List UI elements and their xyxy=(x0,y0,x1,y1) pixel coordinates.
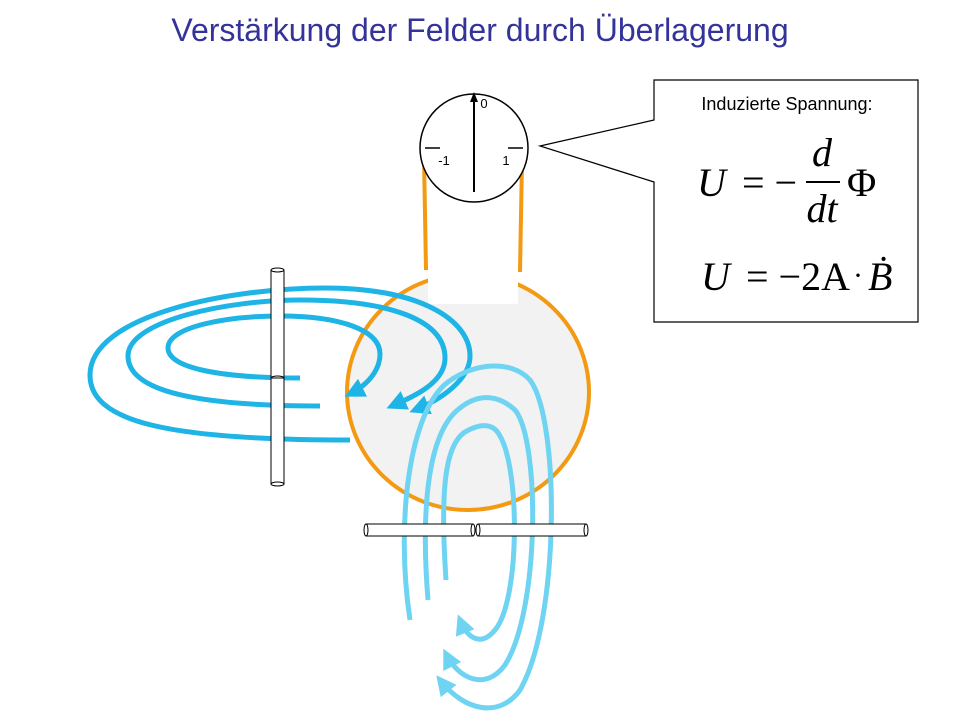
loop-gap xyxy=(428,268,518,304)
eq1-lhs: U xyxy=(697,160,729,205)
vertical-wire-lower xyxy=(270,377,285,485)
equation-2: U = −2A · Ḃ xyxy=(701,254,892,299)
horizontal-wire xyxy=(363,523,589,537)
lead-right xyxy=(518,159,524,273)
eq2-lhs: U xyxy=(701,254,733,299)
eq1-flux: Φ xyxy=(847,160,876,205)
horizontal-wire-left xyxy=(365,523,474,537)
scale-label-plus: 1 xyxy=(502,153,509,168)
eq2-bdot: Ḃ xyxy=(868,254,892,299)
voltmeter: 0 -1 1 xyxy=(419,92,529,203)
field-lines-horizontal xyxy=(87,285,473,443)
meter-leads xyxy=(422,157,524,273)
eq1-equals: = − xyxy=(742,160,797,205)
field-line-outer-h xyxy=(87,285,473,443)
callout-box xyxy=(537,79,919,323)
horizontal-wire-right xyxy=(477,523,587,537)
eq2-dot: · xyxy=(853,259,863,292)
field-line-inner-h xyxy=(165,313,383,397)
equation-1: U = − d dt Φ xyxy=(697,130,876,231)
formula-callout: Induzierte Spannung: U = − d dt Φ U = −2… xyxy=(537,79,919,323)
field-line-outer-v xyxy=(401,363,554,711)
eq2-equals: = −2A xyxy=(746,254,850,299)
slide-title: Verstärkung der Felder durch Überlagerun… xyxy=(171,12,789,48)
eq1-denominator: dt xyxy=(806,186,838,231)
lead-left xyxy=(422,157,428,271)
field-line-middle-h xyxy=(125,297,448,410)
field-line-inner-v xyxy=(441,423,517,642)
vertical-wire-upper xyxy=(270,269,285,379)
needle-tip xyxy=(470,92,478,102)
scale-label-minus: -1 xyxy=(438,153,450,168)
vertical-wire xyxy=(270,267,285,487)
eq1-numerator: d xyxy=(812,130,833,175)
callout-heading: Induzierte Spannung: xyxy=(701,94,872,114)
field-line-middle-v xyxy=(422,395,536,683)
scale-label-zero: 0 xyxy=(480,96,487,111)
field-lines-vertical xyxy=(401,363,554,711)
